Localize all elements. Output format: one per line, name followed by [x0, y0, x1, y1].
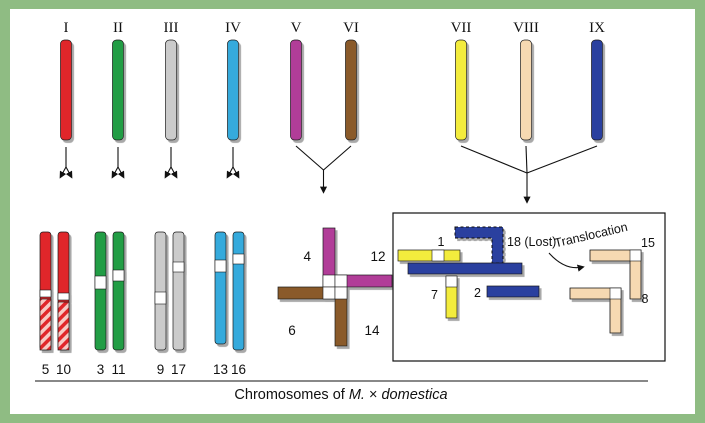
pair-gray-9-17 — [154, 231, 185, 351]
label-chromosome-17: 17 — [171, 362, 186, 377]
chromosome-6-centromere — [322, 286, 336, 300]
chromosome-VII-body — [455, 39, 467, 141]
label-chromosome-4: 4 — [303, 249, 311, 264]
label-chromosome-16: 16 — [231, 362, 246, 377]
descent-arrows — [59, 145, 598, 204]
caption-prefix: Chromosomes of — [234, 387, 348, 403]
chromosome-1-body — [397, 249, 461, 262]
chromosome-III-label: III — [164, 20, 179, 36]
label-chromosome-2: 2 — [474, 286, 481, 300]
pair-green-3-11 — [94, 231, 125, 351]
chromosome-IX-label: IX — [589, 20, 605, 36]
chromosome-2-blue-arm — [407, 262, 523, 275]
label-chromosome-3: 3 — [97, 362, 105, 377]
chromosome-9-body — [154, 231, 167, 351]
chromosome-I: I — [60, 20, 72, 141]
chromosome-VI-label: VI — [343, 20, 359, 36]
chromosome-V: V — [290, 20, 302, 141]
top-row: I II III IV V VI VII VIII — [60, 20, 605, 141]
chromosome-3-centromere — [94, 275, 107, 290]
chromosome-II: II — [112, 20, 124, 141]
chromosome-VII: VII — [451, 20, 472, 141]
chromosome-13-body — [214, 231, 227, 345]
chromosome-IV: IV — [225, 20, 241, 141]
split-arrow-IV — [226, 147, 240, 179]
label-chromosome-5: 5 — [42, 362, 50, 377]
label-chromosome-12: 12 — [370, 249, 385, 264]
chromosome-VII-label: VII — [451, 20, 472, 36]
figure-caption: Chromosomes of M. × domestica — [234, 387, 447, 403]
caption-times-sign: × — [365, 387, 382, 403]
cluster-1-2-7-18 — [397, 226, 540, 319]
chromosome-9-centromere — [154, 291, 167, 305]
chromosome-VIII: VIII — [513, 20, 539, 141]
chromosome-17-body — [172, 231, 185, 351]
pair-number-labels: 5 10 3 11 9 17 13 16 — [42, 362, 246, 377]
chromosome-5-hatch — [39, 298, 52, 351]
chromosome-16-centromere — [232, 253, 245, 265]
label-chromosome-15: 15 — [641, 236, 655, 250]
chromosome-13-centromere — [214, 259, 227, 273]
chromosome-V-body — [290, 39, 302, 141]
chromosome-VI-body — [345, 39, 357, 141]
label-chromosome-9: 9 — [157, 362, 165, 377]
split-arrow-III — [164, 147, 178, 179]
label-chromosome-8: 8 — [642, 292, 649, 306]
chromosome-10-centromere — [57, 292, 70, 301]
chromosome-V-label: V — [291, 20, 302, 36]
chromosome-17-centromere — [172, 261, 185, 273]
split-arrow-II — [111, 147, 125, 179]
chromosome-8-centromere — [609, 287, 622, 300]
chromosome-VI: VI — [343, 20, 359, 141]
label-chromosome-6: 6 — [288, 323, 296, 338]
chromosome-7-centromere — [445, 275, 458, 288]
label-chromosome-7: 7 — [431, 288, 438, 302]
chromosome-11-body — [112, 231, 125, 351]
pair-red-5-10 — [39, 231, 70, 351]
merge-arrow-V-VI — [295, 145, 352, 194]
chromosome-III-body — [165, 39, 177, 141]
chromosome-16-body — [232, 231, 245, 351]
chromosome-II-label: II — [113, 20, 123, 36]
chromosome-2-body — [486, 285, 540, 298]
label-chromosome-11: 11 — [111, 362, 125, 377]
label-chromosome-10: 10 — [56, 362, 71, 377]
chromosome-VIII-body — [520, 39, 532, 141]
label-chromosome-18-lost: 18 (Lost) — [507, 235, 556, 249]
split-arrow-I — [59, 147, 73, 179]
pair-blue-13-16 — [214, 231, 245, 351]
label-chromosome-13: 13 — [213, 362, 228, 377]
chromosome-11-centromere — [112, 269, 125, 282]
chromosome-4-centromere — [322, 274, 336, 288]
translocation-arrow — [548, 252, 585, 272]
chromosome-III: III — [164, 20, 179, 141]
cluster-15-8 — [569, 249, 642, 334]
chromosome-14-centromere — [334, 286, 348, 300]
chromosome-5-centromere — [39, 289, 52, 298]
merge-arrow-VII-VIII-IX — [460, 145, 598, 204]
chromosome-I-label: I — [64, 20, 69, 36]
chromosome-1-centromere — [431, 249, 445, 262]
chromosome-II-body — [112, 39, 124, 141]
chromosome-IX-body — [591, 39, 603, 141]
caption-genus: M. — [349, 387, 365, 403]
label-chromosome-1: 1 — [438, 235, 445, 249]
chromosome-3-body — [94, 231, 107, 351]
chromosome-IV-body — [227, 39, 239, 141]
caption-species: domestica — [381, 387, 447, 403]
chromosome-I-body — [60, 39, 72, 141]
chromosome-12-centromere — [334, 274, 348, 288]
chromosome-10-hatch — [57, 301, 70, 351]
chromosome-IV-label: IV — [225, 20, 241, 36]
chromosome-VIII-label: VIII — [513, 20, 539, 36]
pinwheel-4-12-6-14 — [277, 227, 393, 347]
chromosome-15-centromere — [629, 249, 642, 262]
label-chromosome-14: 14 — [364, 323, 380, 338]
chromosome-IX: IX — [589, 20, 605, 141]
